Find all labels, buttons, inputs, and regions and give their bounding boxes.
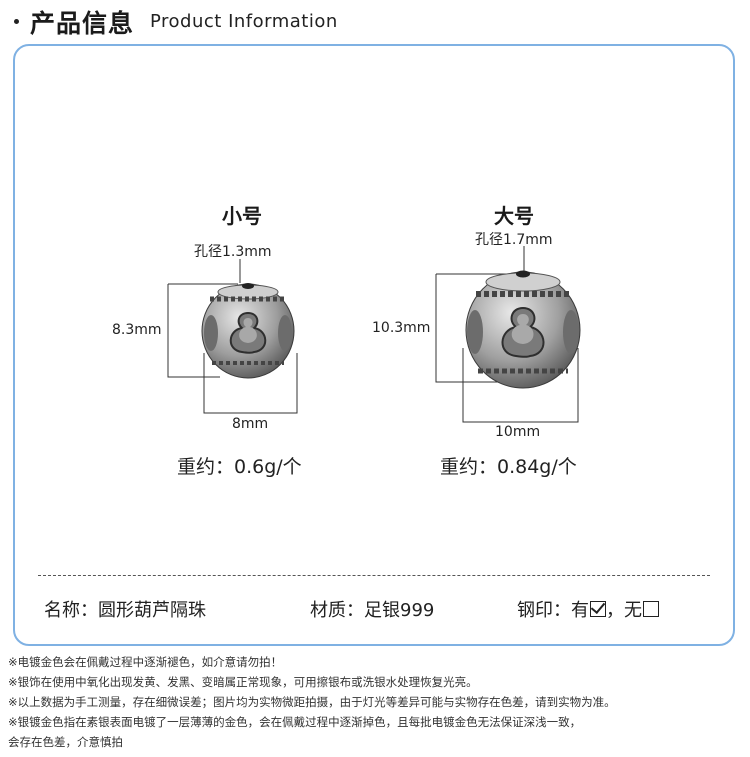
large-height-label: 10.3mm: [372, 320, 431, 336]
large-size-title: 大号: [494, 204, 534, 228]
small-height-label: 8.3mm: [112, 322, 162, 338]
section-title-en: Product Information: [150, 11, 338, 32]
section-title-cn: 产品信息: [30, 9, 135, 38]
small-width-label: 8mm: [232, 416, 269, 432]
dashed-divider: [38, 575, 710, 576]
note-item: ※银饰在使用中氧化出现发黄、发黑、变暗属正常现象，可用擦银布或洗银水处理恢复光亮…: [8, 675, 478, 689]
stamp-info: 钢印：有 ，无: [517, 596, 659, 622]
large-hole-label: 孔径1.7mm: [475, 232, 553, 248]
large-weight: 重约：0.84g/个: [440, 456, 577, 478]
note-item: ※银镀金色指在素银表面电镀了一层薄薄的金色，会在佩戴过程中逐渐掉色，且每批电镀金…: [8, 715, 582, 729]
stamp-separator: ，无: [606, 600, 642, 621]
small-size-title: 小号: [222, 204, 262, 228]
large-width-label: 10mm: [495, 424, 541, 440]
small-bead-image: [167, 259, 298, 414]
product-name: 名称：圆形葫芦隔珠: [44, 600, 206, 621]
note-item: ※以上数据为手工测量，存在细微误差；图片均为实物微距拍摄，由于灯光等差异可能与实…: [8, 695, 616, 709]
product-panel: [13, 44, 735, 646]
small-weight: 重约：0.6g/个: [177, 456, 302, 478]
note-item: 会存在色差，介意慎拍: [8, 735, 123, 749]
stamp-yes-checkbox-icon: [590, 601, 606, 617]
product-material: 材质：足银999: [310, 600, 435, 621]
stamp-no-checkbox-icon: [643, 601, 659, 617]
small-hole-label: 孔径1.3mm: [194, 244, 272, 260]
large-bead-image: [435, 246, 581, 423]
section-header: 产品信息 Product Information: [0, 0, 750, 42]
notes-list: ※电镀金色会在佩戴过程中逐渐褪色，如介意请勿拍！ ※银饰在使用中氧化出现发黄、发…: [8, 652, 744, 752]
stamp-label: 钢印：有: [517, 600, 589, 621]
bullet-dot-icon: [14, 19, 19, 24]
note-item: ※电镀金色会在佩戴过程中逐渐褪色，如介意请勿拍！: [8, 655, 283, 669]
